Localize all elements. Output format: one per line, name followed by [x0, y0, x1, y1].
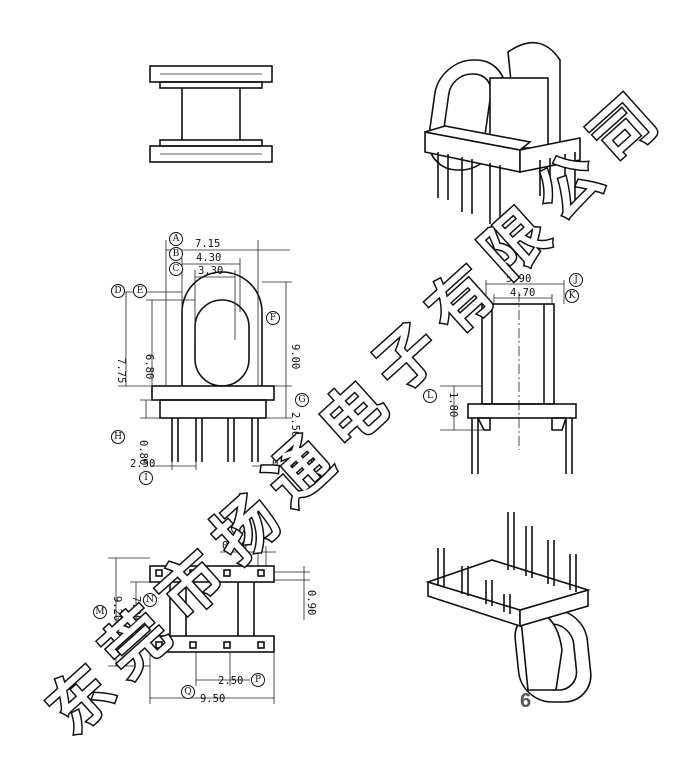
- dim-side-k: 4.70: [510, 287, 535, 299]
- svg-text:D: D: [114, 286, 121, 296]
- svg-text:I: I: [144, 473, 148, 483]
- label-b: B: [169, 247, 183, 261]
- label-j-front: J: [285, 441, 299, 455]
- dim-bottom-right: 0.90: [305, 590, 317, 615]
- svg-text:E: E: [137, 286, 144, 296]
- iso-view-bottom: [425, 512, 592, 703]
- dim-bottom-n: 7.30: [130, 596, 142, 621]
- label-d: D: [111, 284, 125, 298]
- svg-text:J: J: [289, 443, 294, 453]
- label-c: C: [169, 262, 183, 276]
- iso-view-top: [424, 41, 581, 226]
- svg-text:M: M: [95, 607, 104, 617]
- svg-text:O: O: [234, 523, 241, 533]
- dim-bottom-o: 0.90: [222, 540, 247, 552]
- svg-text:司: 司: [576, 82, 671, 178]
- dim-inner-height: 6.80: [143, 354, 155, 379]
- label-h: H: [111, 430, 125, 444]
- dim-side-j: 5.90: [506, 273, 531, 285]
- label-bottom-n: N: [143, 593, 157, 607]
- dim-c: 3.30: [198, 265, 223, 277]
- svg-text:A: A: [172, 234, 180, 244]
- label-a: A: [169, 232, 183, 246]
- label-bottom-p: P: [251, 673, 265, 687]
- dim-overall-height: 7.75: [115, 358, 127, 383]
- svg-text:J: J: [573, 275, 578, 285]
- label-bottom-m: M: [93, 605, 107, 619]
- dim-bottom-q: 9.50: [200, 693, 225, 705]
- label-bottom-o: O: [231, 521, 245, 535]
- page-number: 6: [520, 690, 532, 712]
- top-view: [149, 65, 273, 163]
- dim-j: 0.5X0.5: [272, 458, 316, 470]
- dim-bottom-m: 9.20: [111, 596, 123, 621]
- svg-text:G: G: [298, 395, 305, 405]
- dim-a: 7.15: [195, 238, 220, 250]
- label-e: E: [133, 284, 147, 298]
- label-f: F: [266, 311, 280, 325]
- side-view: [440, 280, 577, 474]
- label-side-l: L: [423, 389, 437, 403]
- bottom-view: [108, 546, 310, 704]
- svg-text:K: K: [569, 291, 576, 301]
- svg-text:B: B: [173, 249, 180, 259]
- label-g: G: [295, 393, 309, 407]
- label-side-j: J: [569, 273, 583, 287]
- dim-g: 2.50: [289, 412, 301, 437]
- label-bottom-q: Q: [181, 685, 195, 699]
- svg-text:P: P: [255, 675, 261, 685]
- dim-h: 0.80: [137, 440, 149, 465]
- label-side-k: K: [565, 289, 579, 303]
- svg-text:L: L: [427, 391, 433, 401]
- svg-text:Q: Q: [184, 687, 191, 697]
- svg-text:F: F: [270, 313, 276, 323]
- svg-text:C: C: [173, 264, 180, 274]
- label-i: I: [139, 471, 153, 485]
- svg-text:N: N: [146, 595, 154, 605]
- dim-f: 9.00: [289, 344, 301, 369]
- dim-b: 4.30: [196, 252, 221, 264]
- dim-i: 2.50: [130, 458, 155, 470]
- front-view: [118, 240, 300, 470]
- dim-bottom-p: 2.50: [218, 675, 243, 687]
- svg-text:H: H: [114, 432, 122, 442]
- dim-side-l: 1.80: [447, 392, 459, 417]
